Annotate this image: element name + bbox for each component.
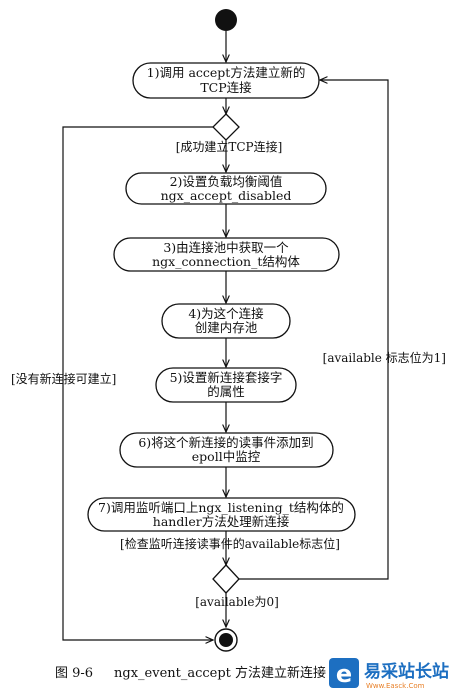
step5-line2: 的属性: [207, 384, 245, 399]
guard-success-tcp: [成功建立TCP连接]: [176, 139, 283, 154]
action-node-step1: 1)调用 accept方法建立新的 TCP连接: [132, 62, 320, 99]
action-node-step7: 7)调用监听端口上ngx_listening_t结构体的 handler方法处理…: [87, 497, 356, 532]
watermark-site-name: 易采站长站: [364, 661, 449, 682]
flow-available1-loop: [239, 80, 389, 580]
step5-line1: 5)设置新连接套接字: [170, 370, 283, 385]
action-node-step6: 6)将这个新连接的读事件添加到 epoll中监控: [119, 432, 334, 468]
step6-line2: epoll中监控: [192, 449, 261, 464]
decision-node-accept: [212, 113, 240, 141]
step4-line2: 创建内存池: [195, 320, 258, 335]
guard-check-available: [检查监听连接读事件的available标志位]: [120, 536, 340, 551]
step2-line2: ngx_accept_disabled: [161, 188, 292, 203]
watermark-logo-icon: [329, 658, 359, 688]
step7-line2: handler方法处理新连接: [153, 514, 290, 529]
step4-line1: 4)为这个连接: [188, 306, 264, 321]
start-node: [215, 9, 237, 31]
watermark-url: Www.Easck.Com: [366, 682, 425, 690]
end-node: [214, 628, 238, 652]
action-node-step3: 3)由连接池中获取一个 ngx_connection_t结构体: [113, 237, 340, 272]
action-node-step5: 5)设置新连接套接字 的属性: [155, 367, 297, 403]
step7-line1: 7)调用监听端口上ngx_listening_t结构体的: [98, 500, 344, 515]
step3-line1: 3)由连接池中获取一个: [163, 240, 289, 255]
step1-line1: 1)调用 accept方法建立新的: [147, 65, 306, 80]
action-node-step4: 4)为这个连接 创建内存池: [161, 303, 291, 339]
flow-no-new-connection: [62, 126, 213, 640]
guard-available-0: [available为0]: [195, 595, 279, 609]
step6-line1: 6)将这个新连接的读事件添加到: [138, 435, 313, 450]
step1-line2: TCP连接: [200, 80, 252, 95]
figure-caption: ngx_event_accept 方法建立新连接: [114, 665, 326, 681]
decision-node-available: [212, 564, 240, 594]
guard-available-1: [available 标志位为1]: [323, 350, 446, 365]
step2-line1: 2)设置负载均衡阈值: [170, 174, 283, 189]
guard-no-new-connection: [没有新连接可建立]: [11, 371, 116, 386]
figure-number: 图 9-6: [55, 666, 93, 681]
watermark-logo-letter: e: [336, 660, 352, 688]
action-node-step2: 2)设置负载均衡阈值 ngx_accept_disabled: [125, 172, 327, 205]
step3-line2: ngx_connection_t结构体: [152, 254, 300, 269]
watermark: e 易采站长站 Www.Easck.Com: [326, 655, 463, 691]
